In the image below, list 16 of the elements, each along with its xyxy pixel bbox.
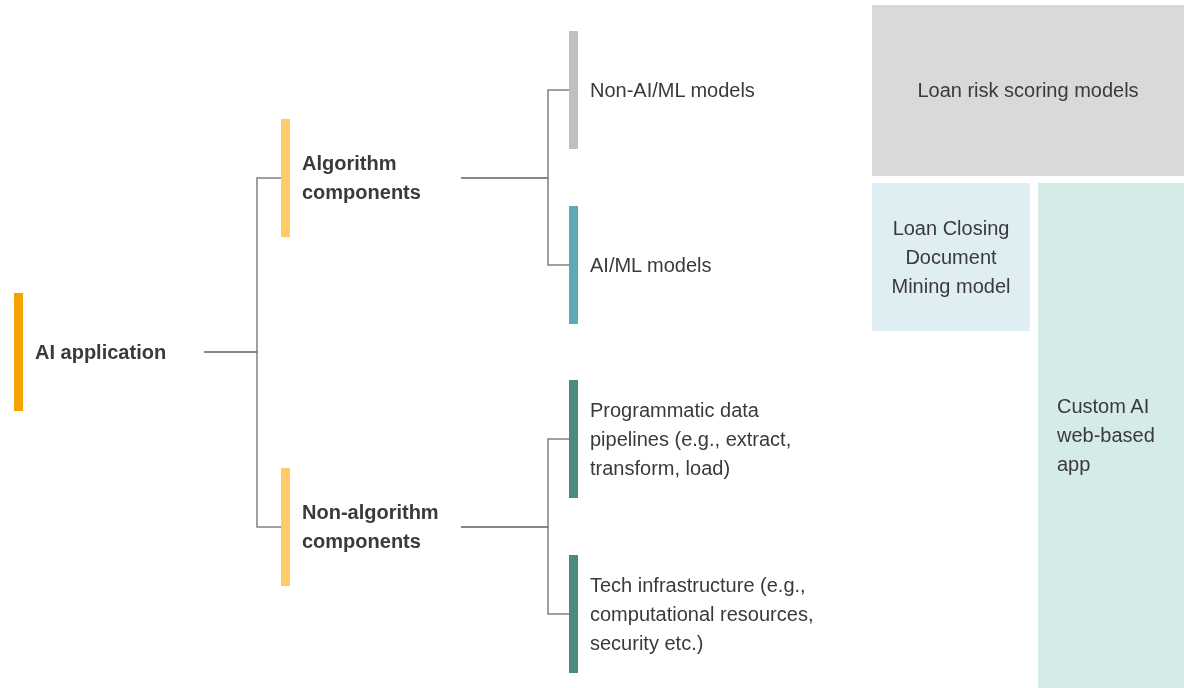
node-label: Programmatic data pipelines (e.g., extract, transform, load) <box>590 397 793 481</box>
category-box <box>1038 183 1184 688</box>
connector-line <box>460 177 570 266</box>
node-label: Algorithm components <box>302 151 422 205</box>
node-label: Tech infrastructure (e.g., computational resources, security etc.) <box>590 572 815 656</box>
connector-line <box>203 351 282 528</box>
node-label: Loan Closing Document Mining model <box>890 215 1012 299</box>
category-box <box>872 5 1184 176</box>
node-label: AI application <box>35 339 167 365</box>
node-label: Custom AI web-based app <box>1057 394 1156 477</box>
node-label: Non-AI/ML models <box>590 77 755 103</box>
node-label: Non-algorithm components <box>302 500 440 554</box>
node-label: AI/ML models <box>590 252 712 278</box>
category-box <box>872 183 1030 331</box>
node-label: Loan risk scoring models <box>917 78 1139 103</box>
connector-line <box>460 526 570 615</box>
